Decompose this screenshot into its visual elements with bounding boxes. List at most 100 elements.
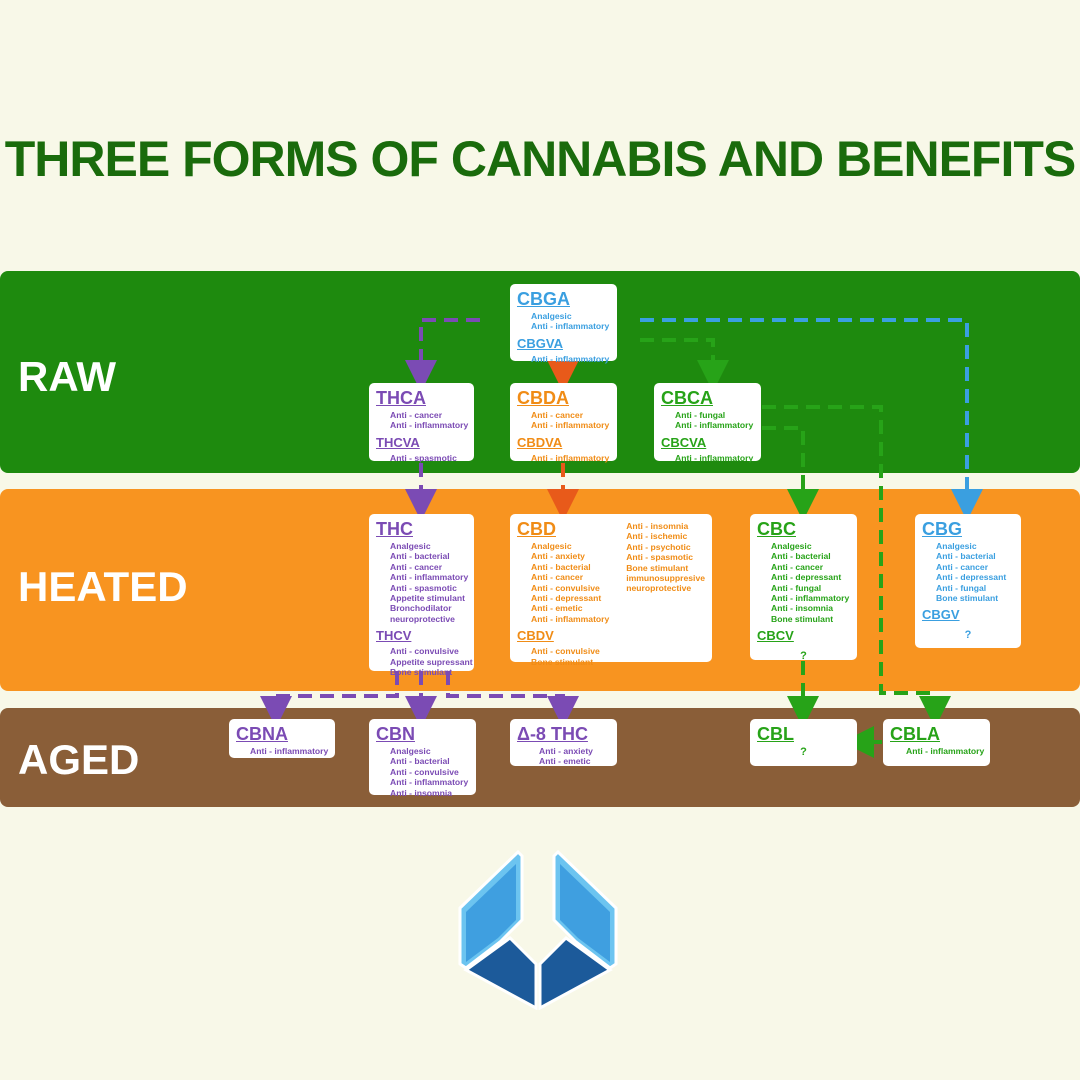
cbdva-item: Anti - inflammatory: [531, 452, 610, 463]
cbga-name: CBGA: [517, 289, 570, 309]
cbg-item: Analgesic: [936, 541, 977, 551]
cbg-item: Anti - cancer: [936, 561, 989, 572]
cbgv-name: CBGV: [922, 607, 960, 623]
box-cbd: CBD Analgesic Anti - anxiety Anti - bact…: [510, 514, 712, 667]
cbda-item: Anti - inflammatory: [531, 420, 610, 431]
box-thc: THC Analgesic Anti - bacterial Anti - ca…: [369, 514, 474, 677]
cbc-item: Anti - inflammatory: [771, 593, 850, 604]
cbg-item: Anti - depressant: [936, 572, 1007, 583]
arrow-cbca-cbc: [762, 426, 819, 521]
cbd-item: Anti - depressant: [531, 593, 602, 604]
cbda-name: CBDA: [517, 388, 569, 408]
box-d8thc: Δ-8 THC Anti - anxiety Anti - emetic: [510, 719, 617, 766]
cbc-item: Anti - depressant: [771, 572, 842, 583]
cbcva-item: Anti - inflammatory: [675, 452, 754, 463]
arrow-thc-cbna: [260, 671, 399, 728]
cbn-item: Anti - inflammatory: [390, 777, 469, 788]
cbc-item: Bone stimulant: [771, 613, 834, 624]
cbn-item: Anti - convulsive: [390, 766, 459, 777]
cbca-name: CBCA: [661, 388, 713, 408]
cbda-item: Anti - cancer: [531, 410, 584, 420]
cbd-item: Anti - convulsive: [531, 582, 600, 593]
cbd-item: neuroprotective: [626, 583, 692, 594]
cbd-item: Anti - emetic: [531, 603, 583, 614]
thca-name: THCA: [376, 388, 426, 408]
cbdv-item: Bone stimulant: [531, 656, 594, 667]
cbd-item: Anti - psychotic: [626, 541, 691, 552]
cbd-item: Anti - anxiety: [531, 551, 585, 562]
thc-item: Anti - cancer: [390, 561, 443, 572]
cbg-name: CBG: [922, 519, 962, 539]
cbna-name: CBNA: [236, 724, 288, 744]
thcv-name: THCV: [376, 628, 412, 644]
d8thc-item: Anti - anxiety: [539, 746, 593, 756]
cbd-item: Analgesic: [531, 541, 572, 551]
cbc-name: CBC: [757, 519, 796, 539]
d8thc-name: Δ-8 THC: [517, 724, 588, 744]
box-thca: THCA Anti - cancer Anti - inflammatory T…: [369, 383, 474, 463]
thca-item: Anti - cancer: [390, 410, 443, 420]
box-cbla: CBLA Anti - inflammatory: [883, 719, 990, 766]
hexagon-cube-logo: [458, 850, 618, 1010]
thcva-item: Anti - spasmotic: [390, 452, 457, 463]
thcv-item: Bone stimulant: [390, 667, 453, 678]
thc-item: Anti - bacterial: [390, 551, 450, 562]
thc-item: neuroprotective: [390, 613, 455, 624]
cbg-item: Bone stimulant: [936, 593, 999, 604]
box-cbg: CBG Analgesic Anti - bacterial Anti - ca…: [915, 514, 1021, 648]
d8thc-item: Anti - emetic: [539, 756, 591, 767]
cbga-item: Analgesic: [531, 311, 572, 321]
box-cbda: CBDA Anti - cancer Anti - inflammatory C…: [510, 383, 617, 463]
box-cbc: CBC Analgesic Anti - bacterial Anti - ca…: [750, 514, 857, 663]
thc-item: Bronchodilator: [390, 603, 452, 614]
cbca-item: Anti - fungal: [675, 410, 726, 420]
cbl-unknown: ?: [800, 746, 807, 758]
cbd-item: Anti - insomnia: [626, 521, 689, 531]
thc-item: Analgesic: [390, 541, 431, 551]
cbd-item: Anti - cancer: [531, 572, 584, 583]
thca-item: Anti - inflammatory: [390, 420, 469, 431]
cbcv-unknown: ?: [800, 650, 807, 663]
cbn-item: Anti - insomnia: [390, 787, 453, 798]
thcv-item: Appetite supressant: [390, 656, 473, 667]
arrow-thc-d8: [446, 671, 579, 728]
box-cbn: CBN Analgesic Anti - bacterial Anti - co…: [369, 719, 476, 798]
cbc-item: Anti - insomnia: [771, 603, 834, 614]
thc-name: THC: [376, 519, 413, 539]
cbgva-name: CBGVA: [517, 335, 563, 351]
cbca-item: Anti - inflammatory: [675, 420, 754, 431]
cbdv-item: Anti - convulsive: [531, 646, 600, 657]
arrow-cbga-cbg: [640, 318, 983, 521]
cbg-item: Anti - bacterial: [936, 551, 996, 562]
cbdva-name: CBDVA: [517, 434, 563, 450]
arrow-cbga-thca: [405, 318, 480, 392]
box-cbca: CBCA Anti - fungal Anti - inflammatory C…: [654, 383, 761, 463]
thcv-item: Anti - convulsive: [390, 646, 459, 657]
cbn-name: CBN: [376, 724, 415, 744]
aged-label: AGED: [18, 736, 140, 783]
thc-item: Appetite stimulant: [390, 593, 465, 604]
heated-label: HEATED: [18, 563, 188, 610]
cbcva-name: CBCVA: [661, 434, 707, 450]
cbd-item: Anti - inflammatory: [531, 613, 610, 624]
cbna-item: Anti - inflammatory: [250, 746, 329, 756]
cbc-item: Anti - fungal: [771, 582, 822, 593]
cbdv-name: CBDV: [517, 628, 554, 644]
cbla-name: CBLA: [890, 724, 940, 744]
thcva-name: THCVA: [376, 434, 420, 450]
cbd-item: Anti - bacterial: [531, 561, 591, 572]
cbc-item: Analgesic: [771, 541, 812, 551]
cbc-item: Anti - bacterial: [771, 551, 831, 562]
thc-item: Anti - spasmotic: [390, 582, 457, 593]
cbga-item: Anti - inflammatory: [531, 321, 610, 332]
cbd-item: Anti - spasmotic: [626, 552, 694, 563]
page-title: THREE FORMS OF CANNABIS AND BENEFITS: [4, 131, 1077, 187]
cbla-item: Anti - inflammatory: [906, 746, 985, 756]
cbd-item: Bone stimulant: [626, 562, 689, 573]
arrow-cbga-cbca: [640, 338, 729, 392]
cbgva-item: Anti - inflammatory: [531, 353, 610, 364]
cbga-list: Analgesic Anti - inflammatory: [531, 311, 610, 332]
box-cbna: CBNA Anti - inflammatory: [229, 719, 335, 758]
cbg-item: Anti - fungal: [936, 582, 987, 593]
